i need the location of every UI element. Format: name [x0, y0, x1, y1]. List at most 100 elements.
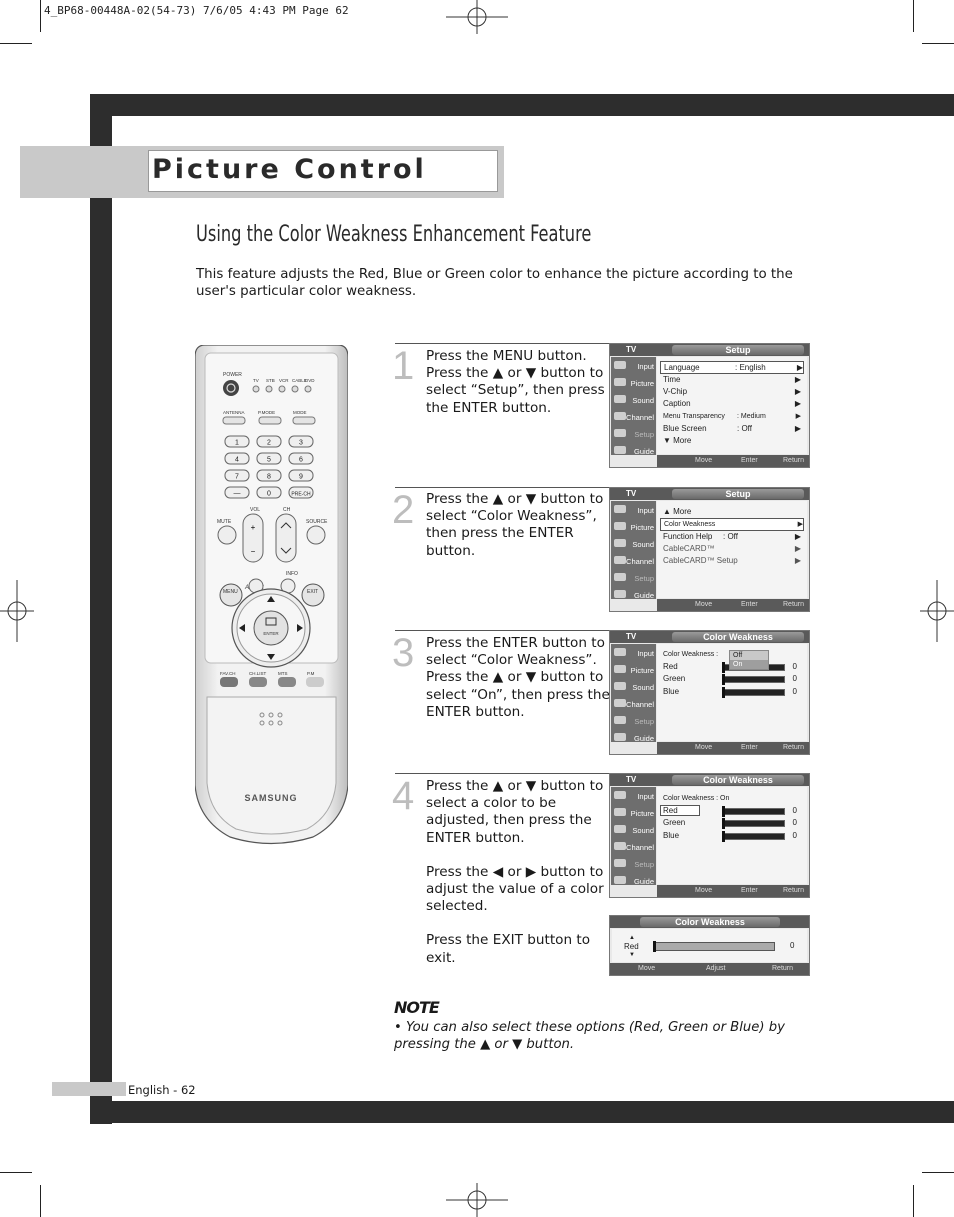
osd-screen-setup-2: TV Setup Input Picture Sound Channel Set…: [609, 487, 810, 612]
number-key-label: PRE-CH: [291, 492, 311, 498]
source-button[interactable]: [278, 385, 286, 393]
osd-sidebar-guide: Guide: [611, 873, 656, 888]
step-number: 4: [392, 774, 415, 818]
up-arrow-icon: ▲: [629, 935, 635, 941]
power-label: POWER: [223, 372, 242, 378]
osd-row: Function Help: Off▶: [663, 532, 801, 541]
source-button[interactable]: [291, 385, 299, 393]
color-weakness-dropdown[interactable]: Off On: [729, 650, 769, 670]
number-key[interactable]: [288, 469, 314, 482]
step-number: 2: [392, 488, 415, 532]
source-label: SOURCE: [306, 519, 328, 525]
crop-mark: [0, 43, 32, 44]
dropdown-option-on[interactable]: On: [730, 660, 768, 669]
number-key[interactable]: [224, 469, 250, 482]
osd-title: Color Weakness: [672, 632, 804, 642]
step-3-text: Press the ENTER button to select “Color …: [426, 635, 610, 720]
osd-sidebar-channel: Channel: [611, 409, 656, 424]
source-button[interactable]: [265, 385, 273, 393]
number-key[interactable]: [288, 486, 314, 499]
step-number: 1: [392, 344, 415, 388]
crop-mark: [922, 43, 954, 44]
osd-row: CableCARD™ Setup▶: [663, 556, 801, 565]
osd-tv-label: TV: [626, 775, 637, 784]
print-header: 4_BP68-00448A-02(54-73) 7/6/05 4:43 PM P…: [44, 4, 349, 17]
registration-mark-right: [920, 580, 954, 642]
osd-row: V-Chip▶: [663, 387, 801, 396]
intro-text: This feature adjusts the Red, Blue or Gr…: [196, 267, 793, 299]
osd-title: Setup: [672, 489, 804, 499]
osd-sidebar-setup: Setup: [611, 570, 656, 585]
step-4-text: Press the ▲ or ▼ button to select a colo…: [426, 778, 604, 966]
blue-slider[interactable]: [722, 831, 785, 842]
osd-sidebar-input: Input: [611, 502, 656, 517]
osd-sidebar-channel: Channel: [611, 839, 656, 854]
osd-sidebar: Input Picture Sound Channel Setup Guide: [611, 501, 656, 602]
source-label-dvd: DVD: [305, 378, 315, 383]
osd-sidebar-input: Input: [611, 645, 656, 660]
page-number: English - 62: [128, 1083, 196, 1097]
title-box: [148, 150, 498, 192]
number-key[interactable]: [256, 452, 282, 465]
step-rule: [395, 343, 609, 344]
number-key[interactable]: [288, 435, 314, 448]
number-key-label: 3: [299, 440, 303, 447]
number-key-label: 5: [267, 457, 271, 464]
osd-sidebar-channel: Channel: [611, 553, 656, 568]
registration-mark-left: [0, 580, 34, 642]
svg-text:+: +: [251, 523, 256, 532]
source-button[interactable]: [252, 385, 260, 393]
osd-sidebar-picture: Picture: [611, 662, 656, 677]
osd-row: Color Weakness : On: [663, 795, 730, 802]
number-key[interactable]: [224, 435, 250, 448]
osd-row: Menu Transparency: Medium▶: [663, 413, 801, 420]
osd-sidebar-picture: Picture: [611, 805, 656, 820]
osd-row: ▲ More: [663, 507, 692, 516]
number-key[interactable]: [256, 435, 282, 448]
red-adjust-slider[interactable]: [653, 941, 775, 952]
number-key[interactable]: [256, 469, 282, 482]
red-slider[interactable]: [722, 806, 785, 817]
step-2-text: Press the ▲ or ▼ button to select “Color…: [426, 491, 604, 559]
step-rule: [395, 487, 609, 488]
osd-screen-setup: TV Setup Input Picture Sound Channel Set…: [609, 343, 810, 468]
number-key[interactable]: [224, 486, 250, 499]
osd-sidebar-picture: Picture: [611, 375, 656, 390]
bottom-button-label: P.M: [307, 671, 315, 676]
osd-panel: ▲ More Color Weakness▶ Function Help: Of…: [657, 501, 807, 598]
osd-title: Color Weakness: [640, 917, 780, 927]
dropdown-option-off[interactable]: Off: [733, 652, 743, 659]
osd-sidebar-setup: Setup: [611, 856, 656, 871]
enter-label: ENTER: [263, 631, 279, 636]
osd-sidebar-guide: Guide: [611, 587, 656, 602]
number-key[interactable]: [256, 486, 282, 499]
osd-row: Language: English▶: [660, 361, 804, 374]
number-key-label: 7: [235, 474, 239, 481]
number-key[interactable]: [224, 452, 250, 465]
osd-tv-label: TV: [626, 632, 637, 641]
osd-row: Caption▶: [663, 399, 801, 408]
page-frame-bottom: [90, 1101, 954, 1123]
osd-sidebar-guide: Guide: [611, 443, 656, 458]
osd-row: ▼ More: [663, 436, 692, 445]
row-label: P.MODE: [258, 410, 275, 415]
source-button[interactable]: [304, 385, 312, 393]
step-rule: [395, 773, 609, 774]
osd-sidebar-setup: Setup: [611, 713, 656, 728]
osd-sidebar-sound: Sound: [611, 822, 656, 837]
number-key[interactable]: [288, 452, 314, 465]
number-key-label: 8: [267, 474, 271, 481]
crop-mark: [913, 1185, 914, 1217]
green-slider[interactable]: [722, 818, 785, 829]
number-key-label: 2: [267, 440, 271, 447]
osd-tv-label: TV: [626, 489, 637, 498]
